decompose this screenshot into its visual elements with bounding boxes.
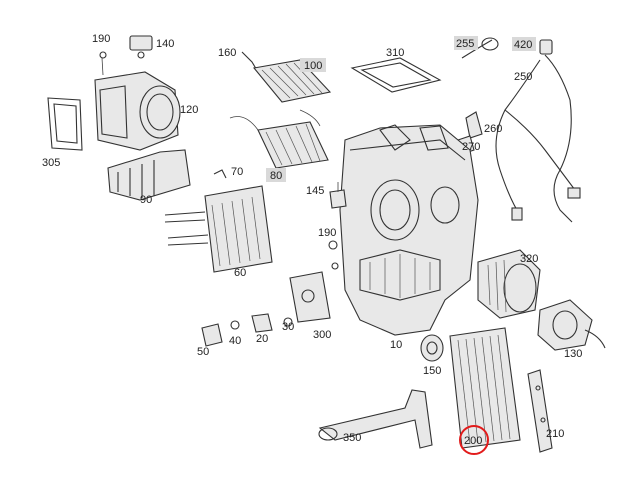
label-90: 90 [140,194,152,206]
label-80-box [266,168,286,182]
label-20: 20 [256,333,268,345]
part-130-blower-motor [537,299,606,351]
part-30-washer [283,317,293,327]
part-145-bracket [329,182,347,209]
label-320: 320 [520,253,538,265]
label-200: 200 [464,435,482,447]
label-260: 260 [484,123,502,135]
part-300-gasket-plate [289,271,331,323]
part-40-washer [230,320,240,330]
part-70-clip [213,169,227,179]
label-190-top: 190 [92,33,110,45]
part-200-cabin-filter [449,327,521,449]
label-140: 140 [156,38,174,50]
part-main-hvac-housing [339,124,479,336]
part-90-duct [107,149,191,201]
part-190-lower-clip [328,240,339,270]
label-420-box [512,37,536,51]
part-20-screw [251,313,273,333]
label-50: 50 [197,346,209,358]
label-40: 40 [229,335,241,347]
label-100: 100 [304,60,322,72]
part-350-air-duct [318,389,433,449]
label-130: 130 [564,348,582,360]
part-50-bracket [201,323,223,347]
label-145: 145 [306,185,324,197]
label-190-lower: 190 [318,227,336,239]
part-120-blower-housing [94,51,181,151]
part-305-gasket [47,97,83,151]
label-160: 160 [218,47,236,59]
label-420: 420 [514,39,532,51]
label-270: 270 [462,141,480,153]
label-305: 305 [42,157,60,169]
label-70: 70 [231,166,243,178]
part-80-filter [229,109,329,169]
part-420-clip [539,39,553,55]
part-310-seal [350,57,442,93]
label-30: 30 [282,321,294,333]
part-100-filter [252,59,332,103]
label-255: 255 [456,38,474,50]
part-140-actuator [129,35,153,59]
label-210: 210 [546,428,564,440]
part-labels: 190 140 160 100 310 255 420 250 120 305 … [42,33,582,455]
label-250: 250 [514,71,532,83]
label-10: 10 [390,339,402,351]
label-150: 150 [423,365,441,377]
label-60: 60 [234,267,246,279]
highlight-circle-200 [459,425,489,455]
part-320-blower-wheel [477,249,541,319]
label-120: 120 [180,104,198,116]
part-150-fan-wheel [420,334,444,362]
label-300: 300 [313,329,331,341]
part-210-bracket-strip [527,369,553,453]
label-255-box [454,36,478,50]
label-100-box [300,58,326,72]
label-310: 310 [386,47,404,59]
label-350: 350 [343,432,361,444]
part-60-heater-core [164,185,273,273]
part-260-connector [465,111,483,139]
label-80: 80 [270,170,282,182]
part-250-harness [495,54,581,223]
